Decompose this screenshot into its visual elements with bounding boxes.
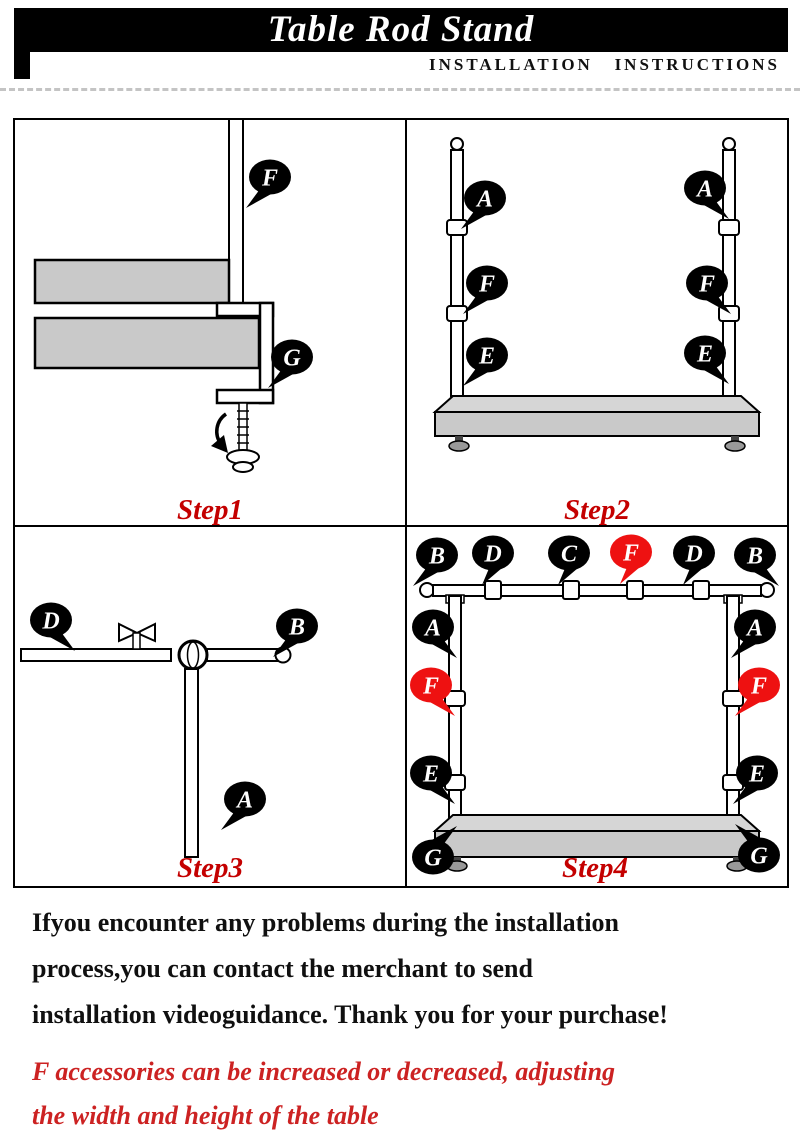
adjustable-feet	[448, 436, 746, 452]
label-bubble: A	[731, 609, 776, 658]
label-bubble: A	[461, 180, 506, 229]
svg-text:E: E	[748, 762, 765, 788]
svg-text:B: B	[288, 615, 305, 641]
svg-text:F: F	[478, 272, 495, 298]
label-bubble: E	[684, 335, 729, 384]
label-bubble-red: F	[610, 534, 652, 584]
svg-text:D: D	[483, 542, 501, 568]
svg-text:G: G	[283, 346, 301, 372]
svg-text:A: A	[475, 187, 493, 213]
step4-panel: B D C F D B A	[407, 527, 787, 886]
svg-text:D: D	[684, 542, 702, 568]
svg-text:B: B	[428, 544, 445, 570]
svg-text:E: E	[478, 344, 495, 370]
right-pole	[722, 594, 744, 823]
svg-text:F: F	[698, 272, 715, 298]
svg-text:E: E	[422, 762, 439, 788]
header-left-tab	[14, 52, 30, 79]
top-bar	[419, 580, 775, 600]
svg-text:G: G	[424, 846, 442, 872]
svg-text:B: B	[746, 544, 763, 570]
steps-grid: F G Step1	[13, 118, 789, 888]
label-bubble: F	[463, 265, 508, 314]
label-bubble: A	[221, 781, 266, 830]
label-bubble: G	[735, 824, 780, 873]
svg-text:A: A	[745, 616, 763, 642]
base-board	[432, 814, 762, 858]
step4-diagram: B D C F D B A	[410, 534, 780, 884]
table-edge-slabs	[33, 258, 261, 370]
accessory-note: F accessories can be increased or decrea…	[32, 1050, 776, 1135]
label-bubble: E	[463, 337, 508, 386]
right-pole	[718, 137, 740, 397]
support-line: installation videoguidance. Thank you fo…	[32, 1000, 668, 1029]
step1-panel: F G Step1	[15, 120, 405, 525]
rotate-arrow-icon	[211, 412, 228, 453]
clamp-screw	[226, 402, 260, 473]
wing-screw	[118, 622, 156, 650]
subtitle-row: INSTALLATION INSTRUCTIONS	[14, 52, 788, 79]
label-bubble: C	[548, 535, 590, 585]
step2-label: Step2	[564, 494, 630, 525]
label-bubble: G	[268, 339, 313, 388]
step3-panel: D B A Step3	[15, 527, 405, 886]
horizontal-rod	[20, 646, 292, 664]
note-line: F accessories can be increased or decrea…	[32, 1057, 616, 1086]
vertical-rod	[184, 668, 199, 858]
label-bubble-red: F	[735, 667, 780, 716]
svg-text:D: D	[41, 609, 59, 635]
label-bubble: D	[30, 602, 75, 651]
label-bubble: E	[410, 755, 455, 804]
left-pole	[446, 137, 468, 397]
dashed-divider	[0, 88, 800, 91]
support-paragraph: Ifyou encounter any problems during the …	[32, 900, 776, 1038]
label-bubble: F	[246, 159, 291, 208]
step3-diagram: D B A Step3	[20, 602, 318, 884]
note-line: the width and height of the table	[32, 1101, 379, 1130]
label-bubble: D	[673, 535, 715, 585]
label-bubble: A	[412, 609, 457, 658]
pole-rod	[228, 120, 244, 306]
step1-diagram: F G Step1	[33, 120, 313, 525]
svg-text:A: A	[235, 788, 253, 814]
label-bubble: B	[273, 608, 318, 657]
step4-label: Step4	[562, 852, 628, 884]
label-bubble-red: F	[410, 667, 455, 716]
coupler-ring	[177, 639, 209, 671]
label-bubble: B	[734, 537, 779, 586]
svg-text:F: F	[750, 674, 767, 700]
label-bubble: B	[413, 537, 458, 586]
base-board	[432, 395, 762, 437]
step1-label: Step1	[177, 494, 243, 525]
svg-text:F: F	[622, 541, 639, 567]
label-bubble: E	[733, 755, 778, 804]
step2-panel: A F E A F E Step2	[407, 120, 787, 525]
svg-text:G: G	[750, 844, 768, 870]
label-bubble: D	[472, 535, 514, 585]
svg-text:C: C	[561, 542, 578, 568]
svg-text:F: F	[261, 166, 278, 192]
page-title: Table Rod Stand	[267, 9, 535, 50]
svg-text:A: A	[695, 177, 713, 203]
label-bubble: A	[684, 170, 729, 219]
label-bubble: G	[412, 826, 457, 875]
label-bubble: F	[686, 265, 731, 314]
svg-text:F: F	[422, 674, 439, 700]
title-bar: Table Rod Stand	[14, 8, 788, 52]
svg-text:E: E	[696, 342, 713, 368]
support-line: Ifyou encounter any problems during the …	[32, 908, 620, 937]
svg-text:A: A	[423, 616, 441, 642]
step2-diagram: A F E A F E Step2	[432, 137, 762, 525]
page-subtitle: INSTALLATION INSTRUCTIONS	[428, 55, 780, 74]
step3-label: Step3	[177, 852, 243, 884]
support-line: process,you can contact the merchant to …	[32, 954, 533, 983]
